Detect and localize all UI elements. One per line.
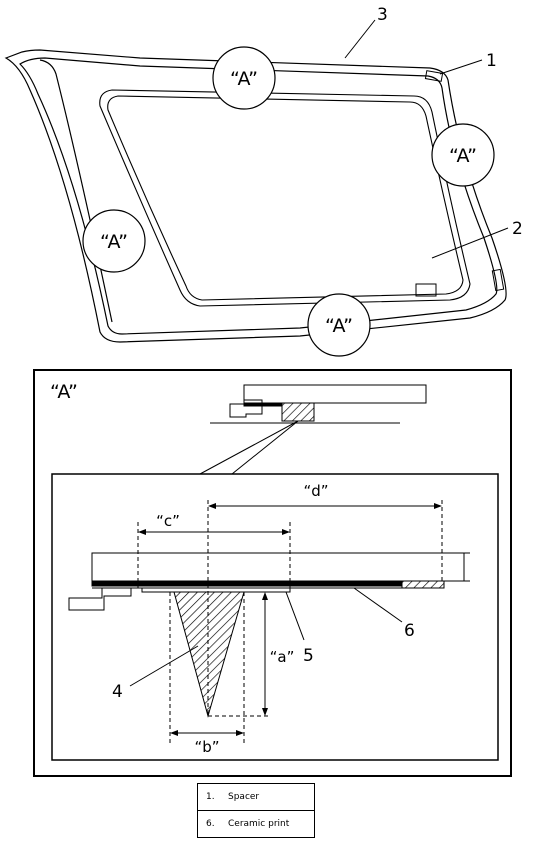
callout-1: 1	[439, 51, 497, 75]
legend-text: Spacer	[228, 792, 260, 802]
dimension-guides	[137, 500, 443, 744]
detail-a-callout-top: “A”	[212, 46, 276, 110]
svg-text:1: 1	[486, 51, 497, 71]
urethane-bead	[173, 591, 245, 718]
svg-text:“A”: “A”	[100, 231, 128, 253]
spacer-pieces	[415, 70, 505, 297]
legend-number: 6.	[206, 819, 215, 829]
legend-text: Ceramic print	[228, 819, 290, 829]
window-opening	[99, 89, 471, 307]
section-overview	[199, 384, 427, 475]
detail-a-panel-title: “A”	[50, 381, 78, 403]
legend-number: 1.	[206, 792, 215, 802]
svg-text:“A”: “A”	[449, 145, 477, 167]
svg-text:2: 2	[512, 219, 523, 239]
legend-row-ceramic-print: 6. Ceramic print	[198, 810, 314, 837]
glass-section	[91, 552, 470, 589]
dimension-d: “d”	[208, 482, 442, 509]
detail-a-callout-left: “A”	[82, 209, 146, 273]
svg-text:4: 4	[112, 682, 123, 702]
svg-text:“A”: “A”	[230, 68, 258, 90]
svg-text:“a”: “a”	[270, 648, 295, 666]
callout-3: 3	[344, 5, 388, 59]
svg-text:5: 5	[303, 646, 314, 666]
legend-row-spacer: 1. Spacer	[198, 784, 314, 810]
svg-text:“A”: “A”	[325, 315, 353, 337]
callout-5: 5	[285, 591, 314, 666]
spacer-profile	[68, 587, 132, 611]
enlarged-section-box	[51, 473, 499, 761]
detail-a-callout-bottom: “A”	[307, 293, 371, 357]
callout-4: 4	[112, 645, 199, 702]
detail-a-callout-right: “A”	[431, 123, 495, 187]
svg-text:“d”: “d”	[303, 482, 328, 500]
ceramic-print-band	[141, 587, 291, 593]
legend-table: 1. Spacer 6. Ceramic print	[197, 783, 315, 838]
svg-text:3: 3	[377, 5, 388, 25]
dimension-a: “a”	[262, 592, 294, 716]
dimension-c: “c”	[138, 512, 290, 535]
svg-text:“c”: “c”	[156, 512, 180, 530]
svg-text:“b”: “b”	[194, 738, 219, 756]
dimension-b: “b”	[170, 730, 244, 756]
callout-2: 2	[431, 219, 523, 259]
svg-text:6: 6	[404, 621, 415, 641]
detail-a-panel	[33, 369, 512, 777]
callout-6: 6	[353, 587, 415, 641]
